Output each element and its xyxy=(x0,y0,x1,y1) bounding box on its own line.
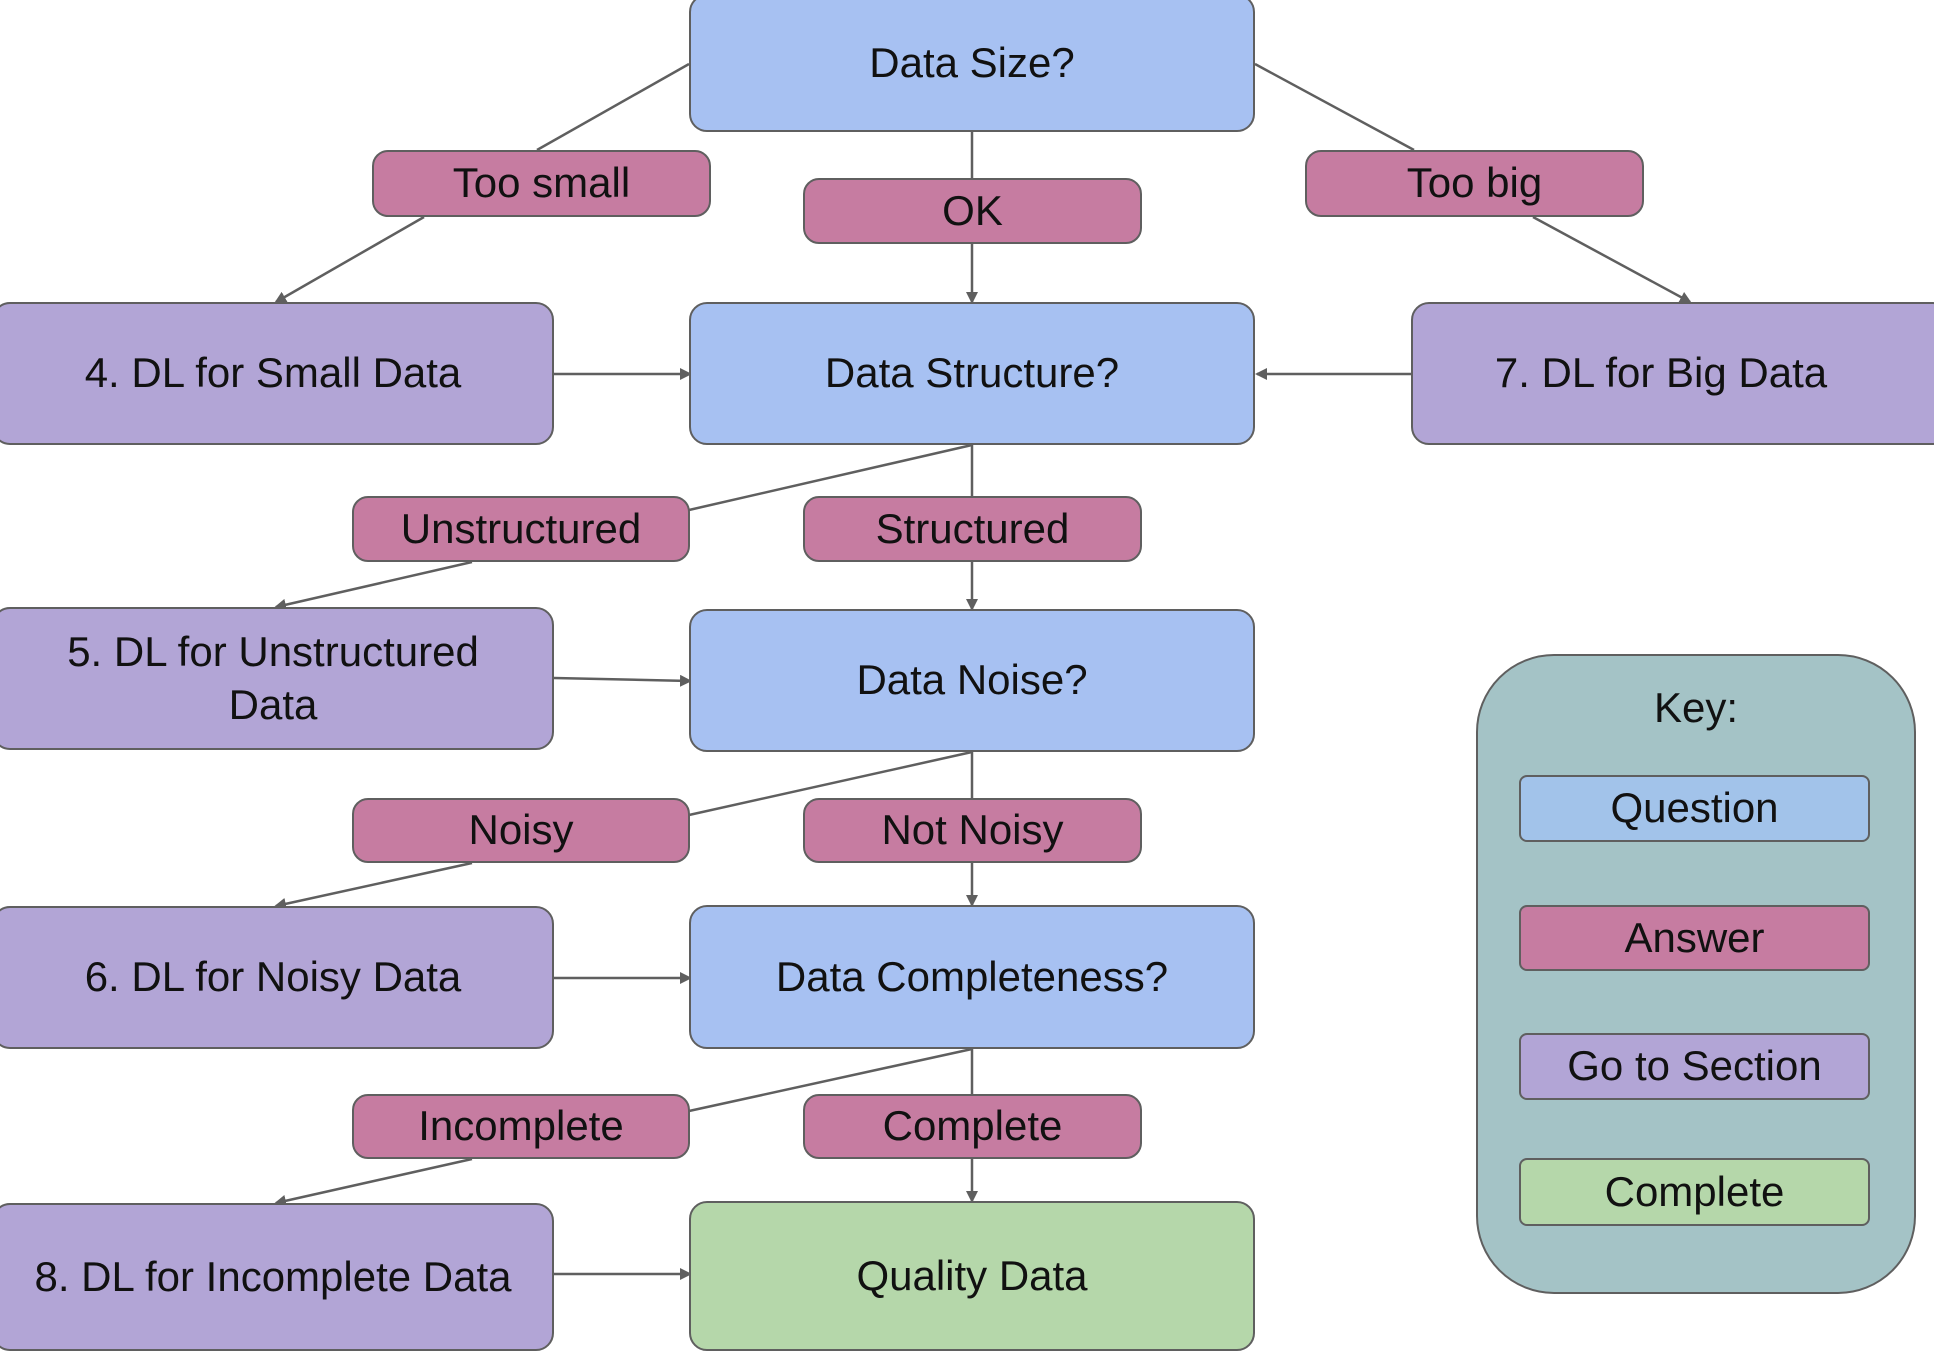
section-incomplete-data: 8. DL for Incomplete Data xyxy=(0,1203,554,1351)
answer-not-noisy-label: Not Noisy xyxy=(881,806,1064,854)
connector-structure-unstructured xyxy=(688,443,973,512)
answer-not-noisy: Not Noisy xyxy=(803,798,1142,863)
question-data-noise: Data Noise? xyxy=(689,609,1255,752)
section-small-data-label: 4. DL for Small Data xyxy=(84,349,462,397)
connector-size-too-big xyxy=(1254,62,1415,152)
question-data-size-label: Data Size? xyxy=(869,38,1075,86)
key-question-label: Question xyxy=(1610,784,1779,832)
connector-noise-noisy xyxy=(688,750,973,817)
key-section-swatch: Go to Section xyxy=(1519,1033,1870,1100)
section-unstructured-data-label: 5. DL for Unstructured Data xyxy=(67,628,479,728)
connector-size-too-small xyxy=(536,62,690,152)
connector-noisy-section xyxy=(274,861,473,910)
connector-too-big-big xyxy=(1532,215,1692,304)
answer-too-small: Too small xyxy=(372,150,711,217)
answer-complete: Complete xyxy=(803,1094,1142,1159)
answer-unstructured-label: Unstructured xyxy=(400,504,642,552)
question-data-structure-label: Data Structure? xyxy=(824,349,1120,397)
answer-noisy: Noisy xyxy=(352,798,690,863)
connector-unstructured-section xyxy=(274,560,473,611)
connector-incomplete-section xyxy=(274,1157,473,1207)
key-answer-swatch: Answer xyxy=(1519,905,1870,971)
answer-incomplete: Incomplete xyxy=(352,1094,690,1159)
key-answer-label: Answer xyxy=(1624,913,1765,961)
question-data-size: Data Size? xyxy=(689,0,1255,132)
key-question-swatch: Question xyxy=(1519,775,1870,842)
outcome-quality-data-label: Quality Data xyxy=(856,1251,1088,1299)
key-title: Key: xyxy=(1653,684,1739,731)
question-data-structure: Data Structure? xyxy=(689,302,1255,445)
connector-too-small-small xyxy=(274,215,425,304)
connector-unstructured-section-noise xyxy=(553,674,692,687)
section-big-data: 7. DL for Big Data xyxy=(1411,302,1934,445)
connector-completeness-incomplete xyxy=(688,1047,973,1113)
question-data-noise-label: Data Noise? xyxy=(856,656,1088,704)
key-section-label: Go to Section xyxy=(1567,1042,1822,1090)
answer-complete-label: Complete xyxy=(882,1102,1063,1150)
outcome-quality-data: Quality Data xyxy=(689,1201,1255,1351)
answer-ok-label: OK xyxy=(942,186,1003,234)
answer-too-big: Too big xyxy=(1305,150,1644,217)
answer-ok: OK xyxy=(803,178,1142,244)
key-complete-label: Complete xyxy=(1604,1167,1785,1215)
section-noisy-data-label: 6. DL for Noisy Data xyxy=(84,953,462,1001)
section-big-data-label: 7. DL for Big Data xyxy=(1494,349,1828,397)
section-noisy-data: 6. DL for Noisy Data xyxy=(0,906,554,1049)
section-unstructured-data: 5. DL for Unstructured Data xyxy=(0,607,554,750)
question-data-completeness-label: Data Completeness? xyxy=(775,952,1169,1000)
answer-noisy-label: Noisy xyxy=(468,806,574,854)
answer-too-big-label: Too big xyxy=(1406,159,1543,207)
answer-too-small-label: Too small xyxy=(452,159,631,207)
answer-structured: Structured xyxy=(803,496,1142,562)
section-small-data: 4. DL for Small Data xyxy=(0,302,554,445)
answer-incomplete-label: Incomplete xyxy=(418,1102,624,1150)
section-incomplete-data-label: 8. DL for Incomplete Data xyxy=(34,1252,512,1300)
key-complete-swatch: Complete xyxy=(1519,1158,1870,1226)
answer-unstructured: Unstructured xyxy=(352,496,690,562)
answer-structured-label: Structured xyxy=(875,504,1070,552)
question-data-completeness: Data Completeness? xyxy=(689,905,1255,1049)
